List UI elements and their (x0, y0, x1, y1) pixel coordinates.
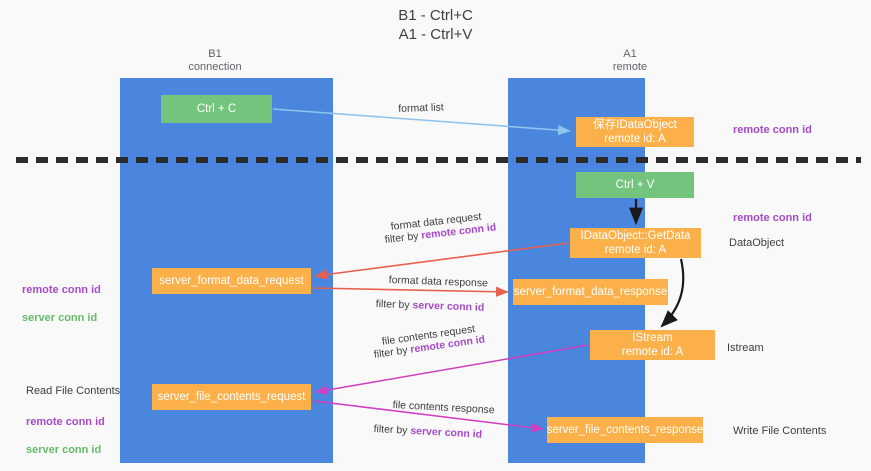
edge-label-file-contents-response-filter: filter by server conn id (373, 422, 482, 442)
side-label-read-file-contents: Read File Contents (26, 385, 121, 397)
column-header-b1: B1 connection (188, 48, 242, 73)
side-label-server-conn-id-left: server conn id (22, 312, 98, 324)
side-label-dataobject: DataObject (729, 237, 785, 249)
edge-label-format-list: format list (398, 101, 444, 115)
side-label-remote-conn-id-left: remote conn id (22, 284, 101, 296)
side-label-left-conn-ids-bottom: remote conn id server conn id (26, 401, 105, 471)
edge-label-file-contents-response: file contents response (392, 398, 495, 417)
filter-key: server conn id (412, 299, 485, 314)
side-label-write-file-contents: Write File Contents (733, 425, 827, 437)
column-header-a1: A1 remote (612, 48, 648, 73)
node-idataobject[interactable]: 保存IDataObject remote id: A (576, 117, 694, 147)
node-server-format-data-request[interactable]: server_format_data_request (152, 268, 311, 294)
page-title: B1 - Ctrl+C A1 - Ctrl+V (398, 7, 473, 43)
side-label-remote-conn-id-left-2: remote conn id (26, 416, 105, 428)
side-label-remote-conn-id-top: remote conn id (733, 124, 812, 136)
filter-prefix: filter by (373, 422, 411, 437)
node-idataobject-getdata[interactable]: IDataObject::GetData remote id: A (570, 228, 701, 258)
section-divider (16, 157, 861, 163)
node-ctrl-c[interactable]: Ctrl + C (161, 95, 272, 123)
node-server-file-contents-response[interactable]: server_file_contents_response (547, 417, 703, 443)
filter-prefix: filter by (384, 229, 423, 246)
node-server-format-data-response[interactable]: server_format_data_response (513, 279, 668, 305)
side-label-server-conn-id-left-2: server conn id (26, 444, 102, 456)
edge-label-format-data-response-filter: filter by server conn id (376, 297, 485, 315)
side-label-remote-conn-id-mid: remote conn id (733, 212, 812, 224)
node-server-file-contents-request[interactable]: server_file_contents_request (152, 384, 311, 410)
node-istream[interactable]: IStream remote id: A (590, 330, 715, 360)
filter-prefix: filter by (375, 297, 413, 312)
edge-label-format-data-response: format data response (388, 273, 489, 290)
side-label-left-conn-ids-top: remote conn id server conn id (22, 269, 101, 339)
filter-prefix: filter by (373, 343, 412, 361)
side-label-istream: Istream (727, 342, 764, 354)
node-ctrl-v[interactable]: Ctrl + V (576, 172, 694, 198)
filter-key: server conn id (410, 424, 483, 441)
